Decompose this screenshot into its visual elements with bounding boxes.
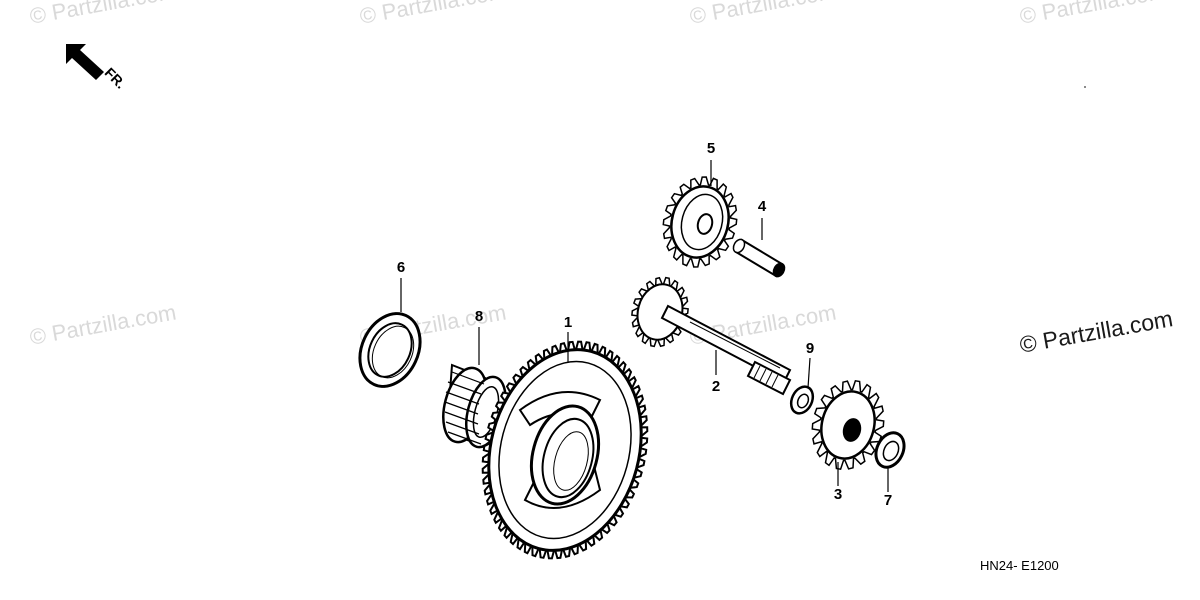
callout-3: 3 [833,486,843,503]
leader-lines [400,160,889,492]
callout-4: 4 [757,198,767,215]
part-4-pin [732,238,786,278]
part-3-gear [811,379,885,471]
callout-6: 6 [396,259,406,276]
callout-8: 8 [474,308,484,325]
part-7-washer [874,431,906,469]
callout-1: 1 [563,314,573,331]
callout-5: 5 [706,140,716,157]
part-1-starter-driven-gear [481,340,649,560]
callout-9: 9 [805,340,815,357]
part-9-washer [789,385,815,415]
diagram-code: HN24- E1200 [980,558,1059,573]
front-direction-arrow-icon [66,44,104,80]
callout-2: 2 [711,378,721,395]
part-5-reduction-gear [662,176,738,268]
callout-7: 7 [883,492,893,509]
part-6-washer [358,312,422,388]
part-2-reduction-shaft [631,276,792,396]
stray-mark [1084,86,1086,88]
